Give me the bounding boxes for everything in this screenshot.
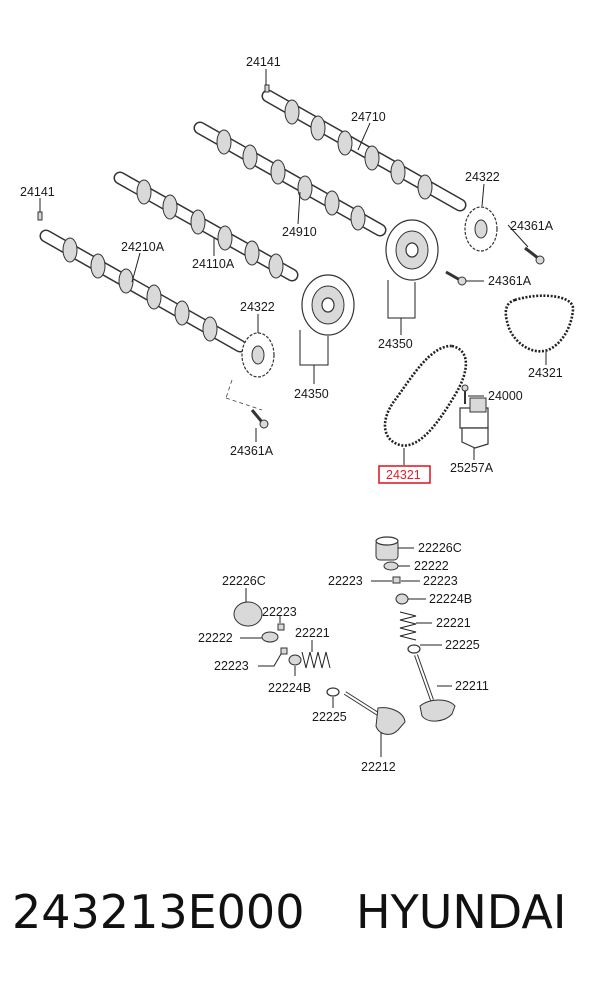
leader-lines-bottom [240, 547, 452, 757]
sprocket-24322-right[interactable] [464, 206, 498, 252]
sprocket-24322-left[interactable] [241, 332, 275, 378]
shim-22222-right[interactable] [383, 561, 399, 571]
retainer-22224B-left[interactable] [288, 654, 302, 666]
camshaft-second[interactable] [193, 121, 387, 237]
label-22223-left1[interactable]: 22223 [262, 605, 297, 619]
valve-train-left [233, 601, 406, 735]
label-24361A-right[interactable]: 24361A [510, 219, 554, 233]
label-22223-r2[interactable]: 22223 [423, 574, 458, 588]
brand-name: HYUNDAI [356, 885, 566, 939]
label-24910[interactable]: 24910 [282, 225, 317, 239]
label-22224B-left[interactable]: 22224B [268, 681, 311, 695]
valve-train-right [375, 536, 456, 722]
collet-22223-right[interactable] [392, 576, 401, 584]
label-24141-left[interactable]: 24141 [20, 185, 55, 199]
pin-24141-left[interactable] [37, 211, 43, 221]
collet-22223-left2[interactable] [280, 647, 288, 655]
pin-24141-top[interactable] [264, 84, 270, 93]
label-24321-highlight[interactable]: 24321 [386, 468, 421, 482]
tappet-22226C-right[interactable] [375, 536, 399, 561]
label-24210A[interactable]: 24210A [121, 240, 165, 254]
camshaft-bottom-intake[interactable] [39, 229, 247, 353]
footer-caption: 243213E000 HYUNDAI [12, 885, 566, 939]
timing-chain-24321-right[interactable] [504, 294, 575, 353]
spring-22221-left[interactable] [301, 651, 331, 669]
bolt-24361A-mid[interactable] [445, 270, 467, 286]
label-22224B-right[interactable]: 22224B [429, 592, 472, 606]
label-24322-left[interactable]: 24322 [240, 300, 275, 314]
label-22225-left[interactable]: 22225 [312, 710, 347, 724]
collet-22223-left1[interactable] [277, 623, 285, 631]
tappet-22226C-left[interactable] [233, 601, 263, 627]
part-number: 243213E000 [12, 885, 304, 939]
valve-22211[interactable] [414, 654, 456, 722]
label-22212[interactable]: 22212 [361, 760, 396, 774]
camshaft-third[interactable] [113, 171, 299, 282]
seal-22225-right[interactable] [407, 644, 421, 654]
highlight-box [378, 465, 431, 484]
label-24350-left[interactable]: 24350 [294, 387, 329, 401]
cvvt-unit-24350-right[interactable] [385, 219, 439, 281]
label-22223-left2[interactable]: 22223 [214, 659, 249, 673]
camshaft-top-exhaust[interactable] [261, 89, 467, 212]
retainer-22224B-right[interactable] [395, 593, 409, 605]
label-22223-r1[interactable]: 22223 [328, 574, 363, 588]
label-22226C-left[interactable]: 22226C [222, 574, 266, 588]
part-labels: 24141 24710 24141 24322 24361A 24910 242… [20, 55, 563, 774]
label-22222-right[interactable]: 22222 [414, 559, 449, 573]
chain-tensioner-25257A[interactable] [459, 397, 489, 449]
label-22221-right[interactable]: 22221 [436, 616, 471, 630]
label-24321-right[interactable]: 24321 [528, 366, 563, 380]
timing-chain-24321[interactable] [383, 344, 468, 447]
label-24361A-mid[interactable]: 24361A [488, 274, 532, 288]
shim-22222-left[interactable] [261, 631, 279, 643]
bolt-24000[interactable] [461, 384, 469, 404]
label-22225-right[interactable]: 22225 [445, 638, 480, 652]
label-25257A[interactable]: 25257A [450, 461, 494, 475]
leader-lines-top [39, 69, 547, 465]
label-22226C-right[interactable]: 22226C [418, 541, 462, 555]
label-24141-top[interactable]: 24141 [246, 55, 281, 69]
label-22222-left[interactable]: 22222 [198, 631, 233, 645]
label-24350-right[interactable]: 24350 [378, 337, 413, 351]
label-24322-right[interactable]: 24322 [465, 170, 500, 184]
label-24710[interactable]: 24710 [351, 110, 386, 124]
label-24110A[interactable]: 24110A [192, 257, 235, 271]
bolt-24361A-right[interactable] [524, 246, 545, 265]
label-22211[interactable]: 22211 [455, 679, 489, 693]
label-24361A-bottom[interactable]: 24361A [230, 444, 274, 458]
label-22221-left[interactable]: 22221 [295, 626, 330, 640]
seal-22225-left[interactable] [326, 687, 340, 697]
bolt-24361A-bottom[interactable] [250, 409, 269, 429]
cvvt-unit-24350-left[interactable] [301, 274, 355, 336]
valve-22212[interactable] [343, 691, 406, 735]
spring-22221-right[interactable] [399, 611, 417, 641]
label-24000[interactable]: 24000 [488, 389, 523, 403]
